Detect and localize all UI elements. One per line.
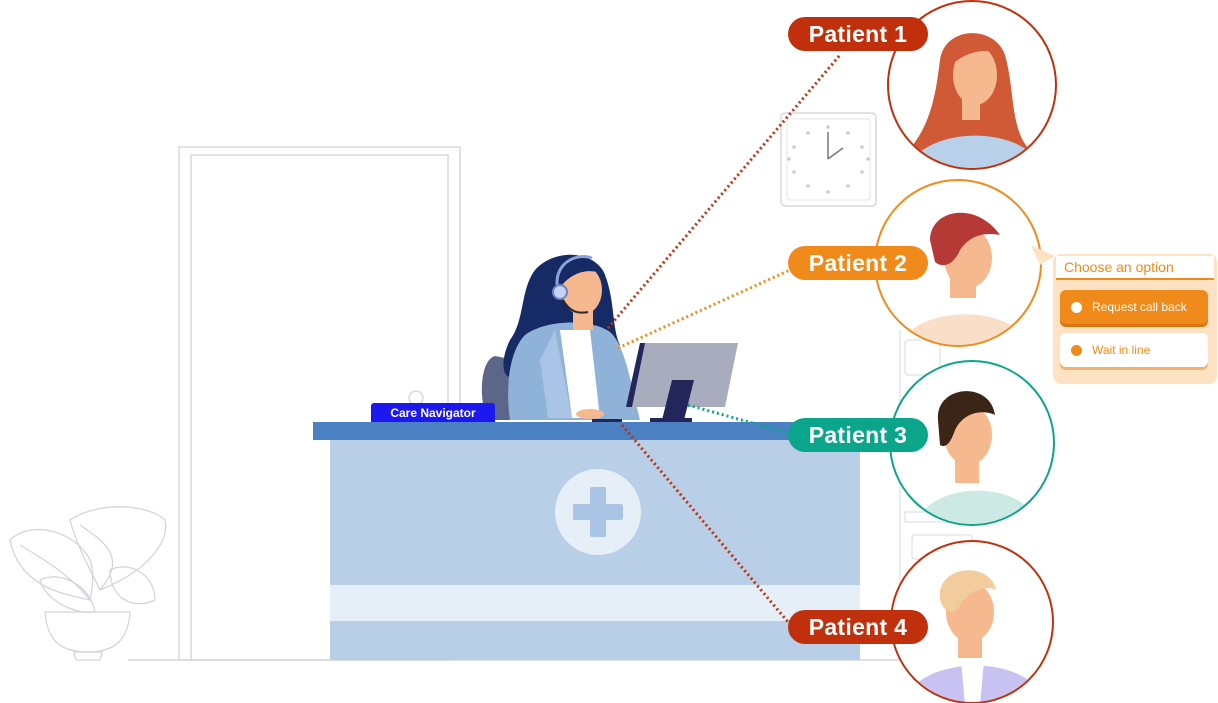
radio-selected-icon	[1071, 302, 1082, 313]
option-label: Request call back	[1092, 300, 1187, 314]
clock-icon	[780, 112, 877, 207]
patient-1-label: Patient 1	[788, 17, 928, 51]
radio-icon	[1071, 345, 1082, 356]
patient-3-label: Patient 3	[788, 418, 928, 452]
wait-in-line-option[interactable]: Wait in line	[1060, 333, 1208, 367]
navigator-shirt	[560, 330, 600, 418]
navigator-lapel	[540, 330, 572, 418]
navigator-hand	[576, 409, 604, 419]
care-navigator-badge: Care Navigator	[371, 403, 495, 422]
patient-2-label: Patient 2	[788, 246, 928, 280]
keyboard	[592, 419, 622, 422]
options-popup-title: Choose an option	[1056, 256, 1214, 280]
connection-lines	[606, 54, 842, 623]
medical-cross-icon	[555, 469, 641, 555]
monitor-icon	[626, 343, 738, 422]
patient-4-label: Patient 4	[788, 610, 928, 644]
patient-4-avatar	[890, 540, 1054, 703]
headset-icon	[552, 255, 593, 314]
plant-icon	[9, 506, 167, 661]
option-label: Wait in line	[1092, 343, 1151, 357]
patient-1-avatar	[887, 0, 1057, 170]
request-call-back-option[interactable]: Request call back	[1060, 290, 1208, 324]
navigator-face	[562, 265, 602, 315]
